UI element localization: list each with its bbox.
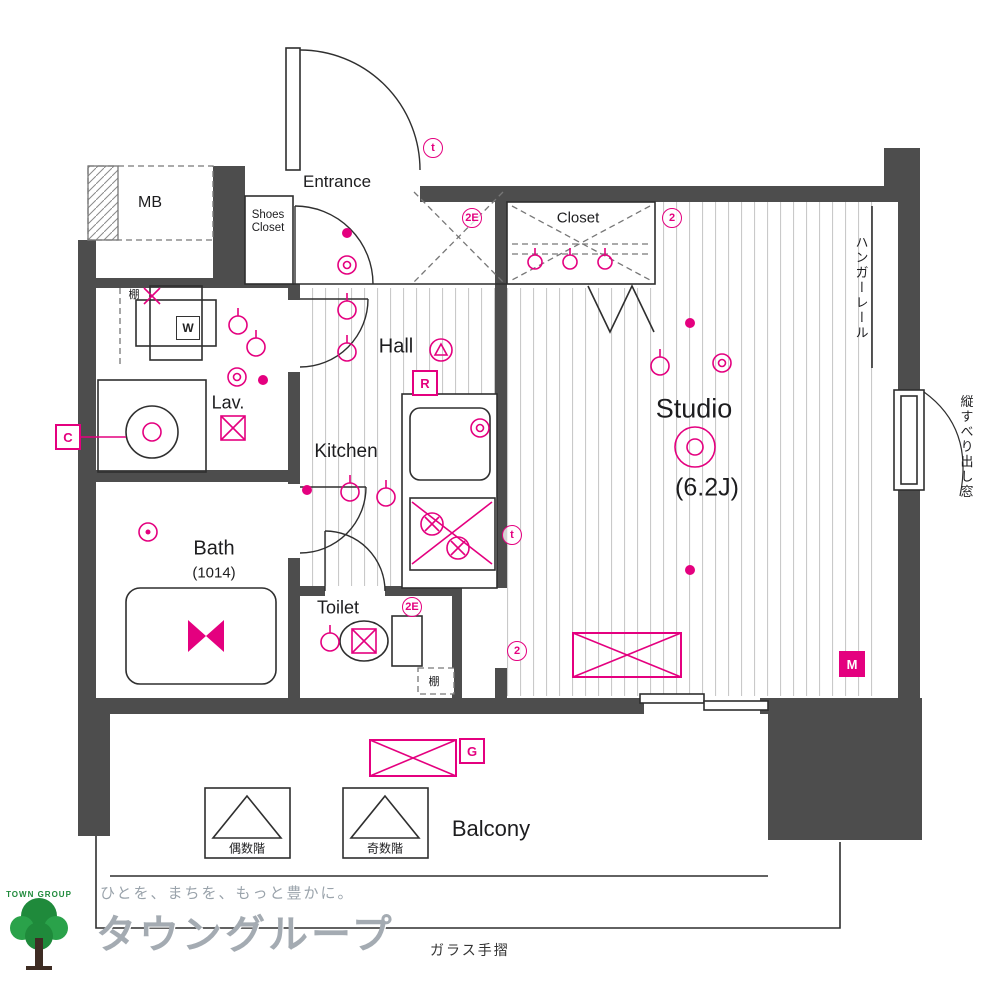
room-label-studio-size: (6.2J) (675, 473, 739, 502)
shelf-label-toilet: 棚 (428, 676, 440, 688)
detector-icon (429, 338, 453, 362)
light-icon (340, 475, 360, 502)
shoes-closet-line2: Closet (251, 222, 285, 234)
light-icon (246, 330, 266, 357)
marker-t-studio: t (502, 525, 522, 545)
outlet-icon (712, 353, 732, 373)
shoes-closet-line1: Shoes (251, 208, 285, 221)
hanger-icon (597, 248, 613, 270)
light-icon (650, 349, 670, 376)
room-label-hall: Hall (378, 335, 414, 358)
shelf-label-lav: 棚 (128, 289, 140, 301)
room-label-entrance: Entrance (302, 172, 372, 191)
outlet-icon (337, 255, 357, 275)
room-label-lav: Lav. (211, 392, 245, 413)
dot-icon (258, 375, 268, 385)
light-icon (320, 625, 340, 652)
bowtie-icon (188, 620, 224, 652)
marker-2e-toilet: 2E (402, 597, 422, 617)
room-label-bath: Bath (193, 537, 235, 560)
logo-text: TOWN GROUP (6, 890, 72, 899)
room-label-studio: Studio (655, 393, 733, 424)
footer-brand: タウングループ (96, 913, 395, 957)
room-label-toilet: Toilet (316, 597, 360, 618)
town-group-logo: TOWN GROUP (6, 890, 72, 994)
even-floors-label: 偶数階 (228, 841, 266, 856)
marker-c: C (55, 424, 81, 450)
room-label-kitchen: Kitchen (314, 441, 378, 462)
xbox-icon (220, 415, 246, 441)
marker-g: G (459, 738, 485, 764)
outlet-icon (227, 367, 247, 387)
light-icon (337, 293, 357, 320)
casement-window-label: 縦すべり出し窓 (958, 394, 974, 500)
dot-icon (685, 318, 695, 328)
marker-2-studio: 2 (507, 641, 527, 661)
logo-tree-icon (10, 898, 68, 970)
room-label-balcony: Balcony (451, 816, 531, 841)
light-icon (376, 480, 396, 507)
hanger-icon (562, 248, 578, 270)
outlet-icon (470, 418, 490, 438)
marker-r: R (412, 370, 438, 396)
xbox-icon (351, 628, 377, 654)
light-icon (337, 335, 357, 362)
xsmall-icon (143, 287, 161, 305)
room-label-shoes-closet: Shoes Closet (252, 209, 285, 235)
burner-icon (420, 512, 444, 536)
dot-icon (302, 485, 312, 495)
walls (78, 148, 922, 840)
ceiling-light-icon (674, 426, 716, 468)
room-label-mb: MB (138, 194, 162, 211)
hanger-icon (527, 248, 543, 270)
symbol-layer (138, 228, 732, 777)
hanger-rail-label: ハンガーレール (853, 235, 869, 341)
odd-floors-label: 奇数階 (366, 841, 404, 856)
room-label-bath-size: (1014) (192, 564, 236, 582)
glass-handrail-label: ガラス手摺 (430, 942, 510, 958)
fanbox-icon (369, 739, 457, 777)
dot-icon (685, 565, 695, 575)
dot-icon (342, 228, 352, 238)
footer-slogan: ひとを、まちを、もっと豊かに。 (100, 885, 355, 902)
room-label-closet: Closet (556, 209, 600, 227)
acbox-icon (572, 632, 682, 678)
marker-t-top: t (423, 138, 443, 158)
marker-2e-entrance: 2E (462, 208, 482, 228)
light-icon (228, 308, 248, 335)
washer-label: W (176, 316, 200, 340)
shower-icon (138, 522, 158, 542)
marker-2-closet: 2 (662, 208, 682, 228)
accent-lines (80, 422, 493, 565)
burner-icon (446, 536, 470, 560)
marker-m: M (839, 651, 865, 677)
